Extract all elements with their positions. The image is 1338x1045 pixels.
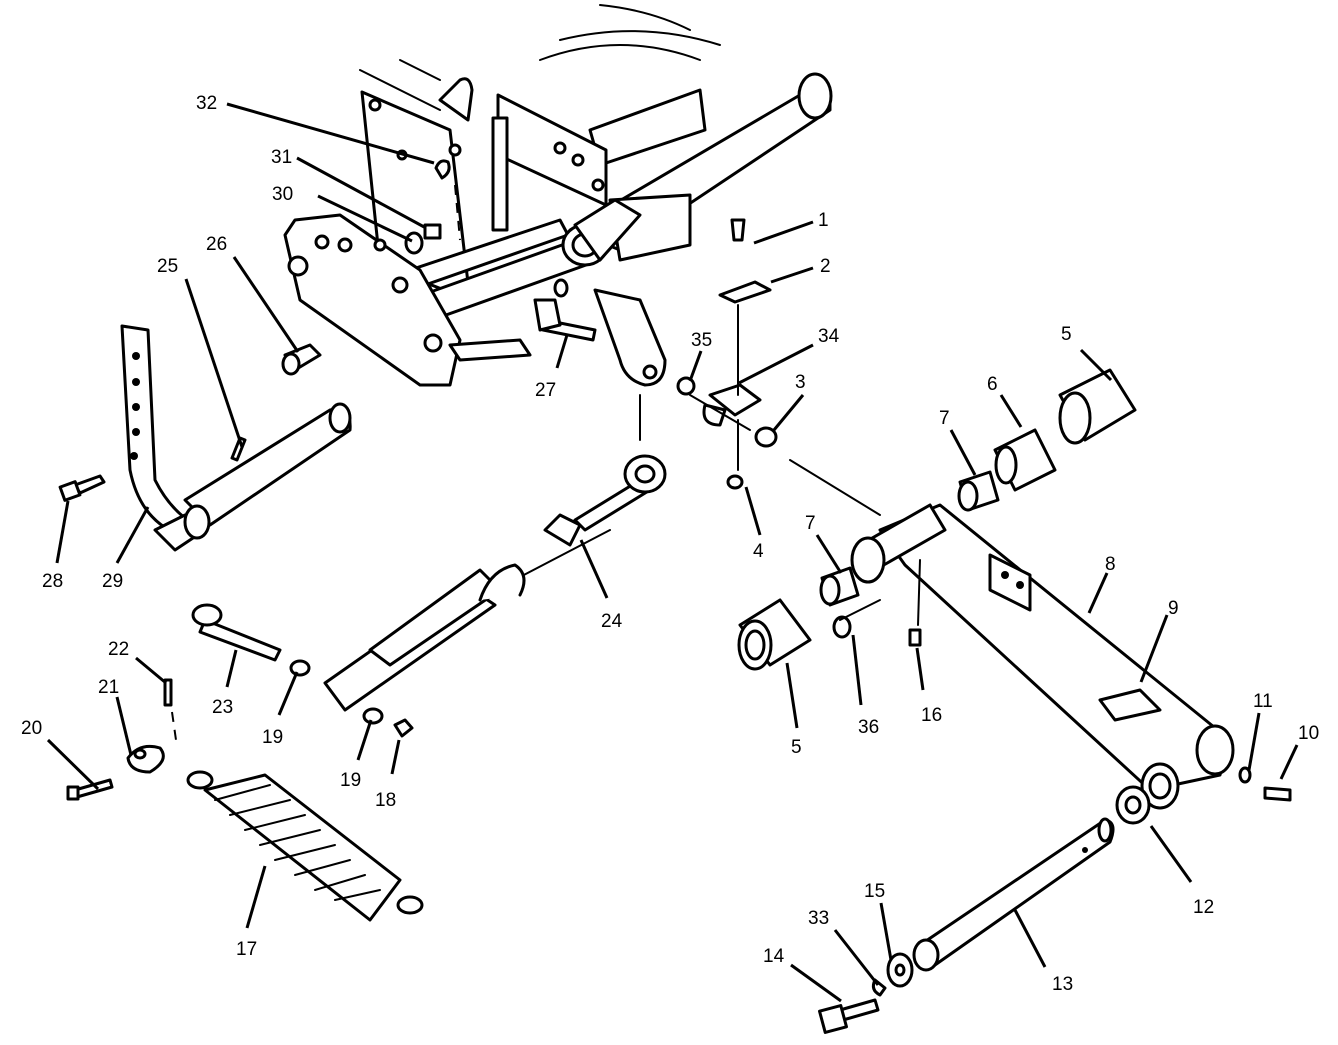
callout-3: 3: [795, 372, 806, 393]
callout-36: 36: [858, 717, 879, 738]
callout-35: 35: [691, 330, 712, 351]
callout-13: 13: [1052, 974, 1073, 995]
callout-2: 2: [820, 256, 831, 277]
callout-5-upper: 5: [1061, 324, 1072, 345]
callout-30: 30: [272, 184, 293, 205]
callout-20: 20: [21, 718, 42, 739]
callout-19-left: 19: [262, 727, 283, 748]
callout-8: 8: [1105, 554, 1116, 575]
callout-10: 10: [1298, 723, 1319, 744]
callout-32: 32: [196, 93, 217, 114]
callout-23: 23: [212, 697, 233, 718]
callout-15: 15: [864, 881, 885, 902]
callout-6: 6: [987, 374, 998, 395]
parts-hardware-lower: [818, 766, 1292, 1034]
callout-11: 11: [1253, 691, 1273, 712]
callout-25: 25: [157, 256, 178, 277]
part-23-pin: [191, 603, 282, 662]
callout-14: 14: [763, 946, 785, 967]
callout-4: 4: [753, 541, 764, 562]
callout-17: 17: [236, 939, 257, 960]
parts-20-22: [66, 678, 177, 801]
callout-29: 29: [102, 571, 123, 592]
parts-18-19: [289, 659, 414, 738]
part-24-turnbuckle: [323, 454, 667, 712]
callout-5-lower: 5: [791, 737, 802, 758]
frame-structure: [283, 4, 833, 387]
callout-9: 9: [1168, 598, 1179, 619]
callout-26: 26: [206, 234, 227, 255]
part-17-spring: [186, 770, 424, 922]
callout-24: 24: [601, 611, 623, 632]
part-8-arm: [878, 503, 1235, 810]
callout-27: 27: [535, 380, 556, 401]
callout-19-right: 19: [340, 770, 361, 791]
parts-5-7-boots: [737, 368, 1137, 671]
part-25-pin: [230, 436, 247, 462]
leader-lines: [46, 102, 1299, 1003]
callout-21: 21: [98, 677, 119, 698]
callout-labels: 1 2 3 4 5 5 6 7 7 8 9 10 11 12 13 14 15 …: [21, 93, 1319, 995]
callout-28: 28: [42, 571, 63, 592]
part-26-pin: [281, 343, 322, 376]
part-29-arm: [120, 324, 197, 537]
callout-7-lower: 7: [805, 513, 816, 534]
shaft-tube: [153, 402, 352, 552]
parts-hardware-upper: [639, 218, 922, 647]
callout-18: 18: [375, 790, 396, 811]
part-27-bolt: [533, 278, 597, 342]
parts-30-32: [396, 149, 461, 255]
callout-1: 1: [818, 210, 829, 231]
callout-7-upper: 7: [939, 408, 950, 429]
callout-16: 16: [921, 705, 942, 726]
callout-33: 33: [808, 908, 829, 929]
callout-31: 31: [271, 147, 292, 168]
part-28-bolt: [58, 474, 106, 502]
callout-34: 34: [818, 326, 840, 347]
callout-22: 22: [108, 639, 129, 660]
callout-12: 12: [1193, 897, 1214, 918]
